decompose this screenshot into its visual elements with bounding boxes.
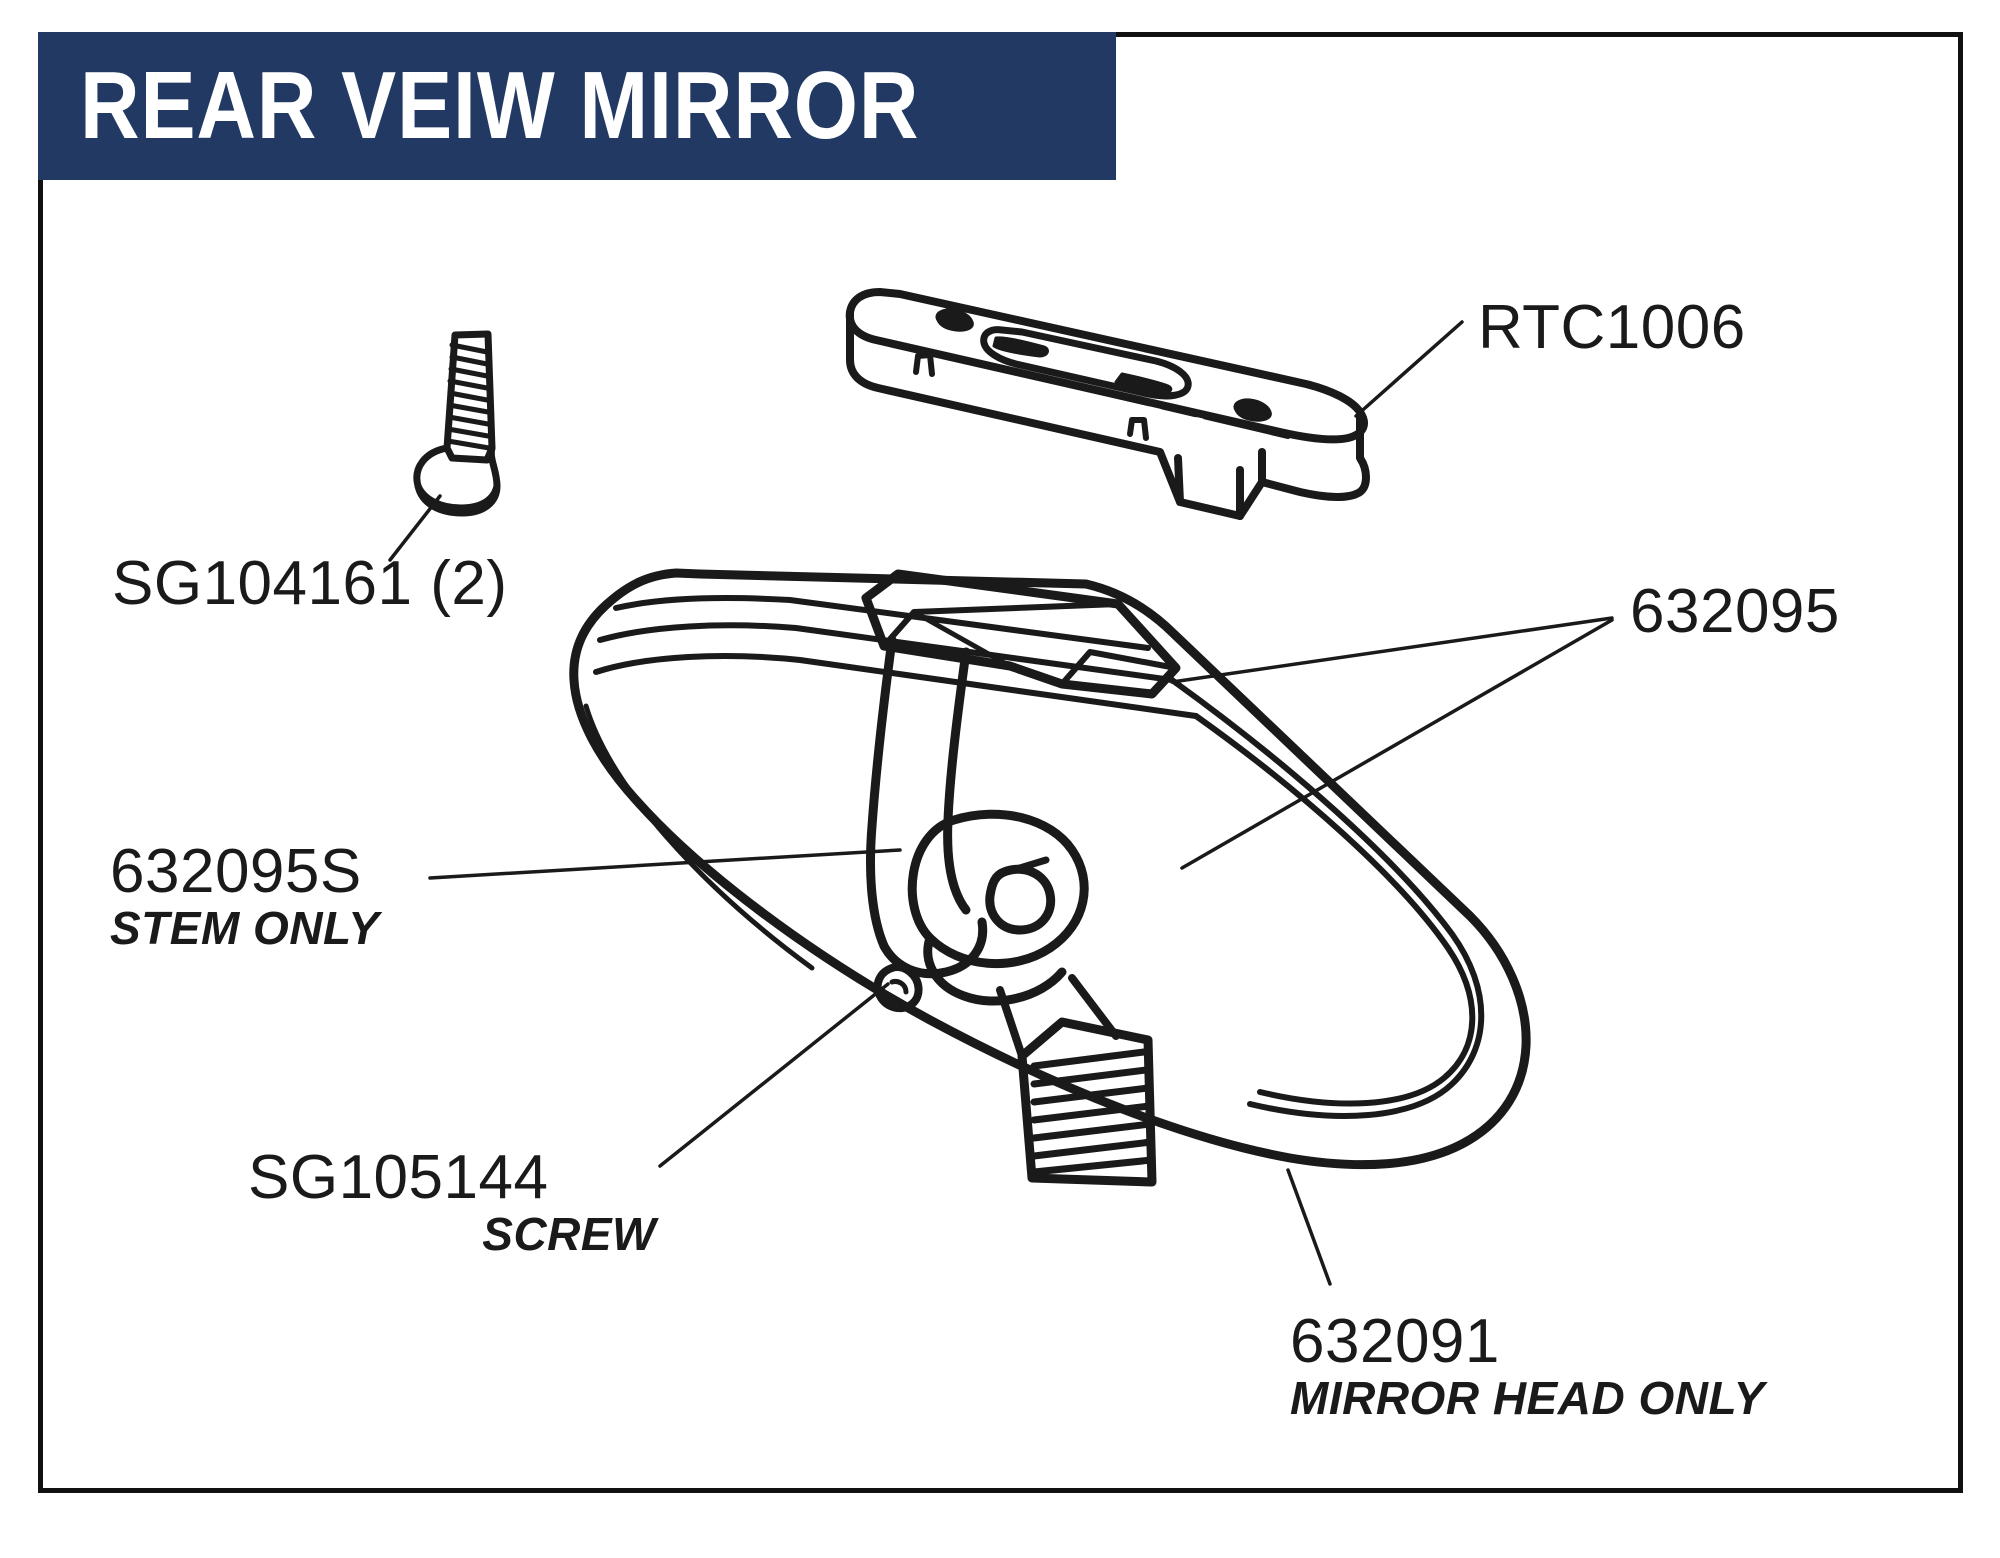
part-description-sg105144: SCREW [482,1208,656,1261]
label-sg105144: SG105144 SCREW [248,1143,656,1261]
part-number-sg104161: SG104161 (2) [112,549,508,618]
page-title: REAR VEIW MIRROR [80,52,920,159]
part-description-632095s: STEM ONLY [110,902,380,955]
label-632091: 632091 MIRROR HEAD ONLY [1290,1307,1765,1425]
part-number-sg105144: SG105144 [248,1143,549,1212]
label-632095: 632095 [1630,577,1840,646]
part-number-rtc1006: RTC1006 [1478,293,1746,362]
label-sg104161: SG104161 (2) [112,549,508,618]
label-632095s: 632095S STEM ONLY [110,837,380,955]
label-rtc1006: RTC1006 [1478,293,1746,362]
diagram-title-banner: REAR VEIW MIRROR [38,32,1116,180]
part-number-632095: 632095 [1630,577,1840,646]
diagram-frame-border [38,32,1963,1493]
part-number-632095s: 632095S [110,837,362,906]
part-number-632091: 632091 [1290,1307,1500,1376]
part-description-632091: MIRROR HEAD ONLY [1290,1372,1765,1425]
